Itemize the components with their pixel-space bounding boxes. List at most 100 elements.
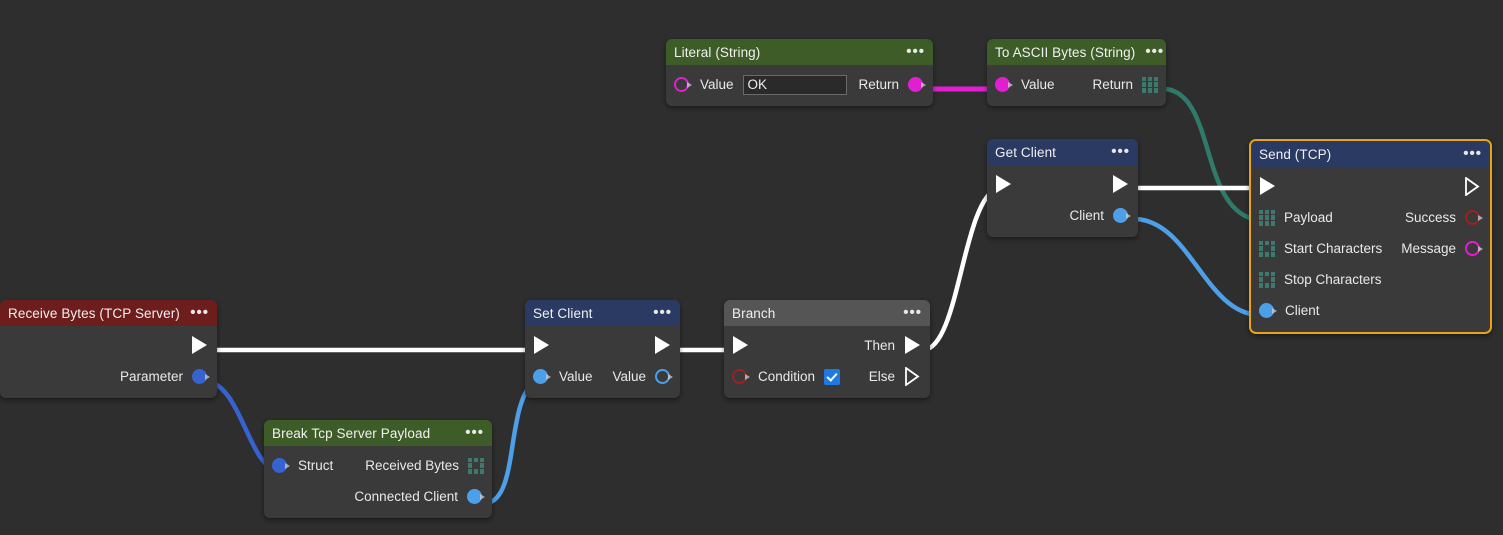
- port-value-input[interactable]: [674, 76, 692, 93]
- exec-output-pin[interactable]: [654, 336, 672, 355]
- port-stop-characters-input-array-icon[interactable]: [1259, 271, 1275, 288]
- port-label-value-out: Value: [612, 369, 646, 384]
- port-payload-input-array-icon[interactable]: [1259, 209, 1275, 226]
- node-menu-icon[interactable]: •••: [1463, 145, 1482, 162]
- port-row-payload: Payload Success: [1251, 202, 1490, 233]
- port-row-value: Value Return: [666, 69, 933, 100]
- literal-value-input[interactable]: [742, 74, 847, 95]
- exec-input-pin[interactable]: [732, 336, 750, 355]
- node-literal-string[interactable]: Literal (String) ••• Value Return: [666, 39, 933, 106]
- port-row-client: Client: [1251, 295, 1490, 326]
- node-body: Payload Success Start Characters Message: [1251, 167, 1490, 332]
- node-body: Value Return: [666, 65, 933, 106]
- port-label-value-in: Value: [559, 369, 593, 384]
- port-label-struct: Struct: [298, 458, 334, 473]
- node-menu-icon[interactable]: •••: [903, 304, 922, 321]
- port-label-return: Return: [858, 77, 899, 92]
- exec-row-then: Then: [724, 330, 930, 361]
- condition-checkbox[interactable]: [824, 368, 841, 385]
- exec-input-pin[interactable]: [533, 336, 551, 355]
- exec-output-pin[interactable]: [1112, 175, 1130, 194]
- port-value-input[interactable]: [533, 368, 551, 385]
- port-row-value: Value Value: [525, 361, 680, 392]
- port-label-value: Value: [700, 77, 734, 92]
- node-menu-icon[interactable]: •••: [1111, 143, 1130, 160]
- exec-output-pin[interactable]: [1464, 177, 1482, 196]
- port-row-condition: Condition Else: [724, 361, 930, 392]
- port-success-output[interactable]: [1465, 209, 1483, 226]
- node-header: Send (TCP) •••: [1251, 141, 1490, 167]
- node-to-ascii-bytes-string[interactable]: To ASCII Bytes (String) ••• Value Return: [987, 39, 1166, 106]
- port-client-output[interactable]: [1113, 207, 1131, 224]
- port-label-payload: Payload: [1284, 210, 1333, 225]
- port-row-start-characters: Start Characters Message: [1251, 233, 1490, 264]
- node-title: Get Client: [995, 144, 1057, 160]
- node-body: Value Return: [987, 65, 1166, 106]
- node-receive-bytes-tcp-server[interactable]: Receive Bytes (TCP Server) ••• Parameter: [0, 300, 217, 398]
- node-menu-icon[interactable]: •••: [906, 43, 925, 60]
- node-header: Receive Bytes (TCP Server) •••: [0, 300, 217, 326]
- port-label-then: Then: [864, 338, 895, 353]
- port-label-stop-characters: Stop Characters: [1284, 272, 1382, 287]
- port-label-condition: Condition: [758, 369, 816, 384]
- exec-output-else-pin[interactable]: [904, 367, 922, 386]
- port-label-received-bytes: Received Bytes: [365, 458, 459, 473]
- node-title: Receive Bytes (TCP Server): [8, 305, 180, 321]
- exec-row: [1251, 171, 1490, 202]
- port-value-input[interactable]: [995, 76, 1013, 93]
- node-header: To ASCII Bytes (String) •••: [987, 39, 1166, 65]
- node-branch[interactable]: Branch ••• Then Condition Else: [724, 300, 930, 398]
- node-title: To ASCII Bytes (String): [995, 44, 1136, 60]
- exec-output-pin[interactable]: [191, 336, 209, 355]
- node-get-client[interactable]: Get Client ••• Client: [987, 139, 1138, 237]
- node-title: Set Client: [533, 305, 593, 321]
- node-menu-icon[interactable]: •••: [190, 304, 209, 321]
- port-label-return: Return: [1092, 77, 1133, 92]
- exec-output-then-pin[interactable]: [904, 336, 922, 355]
- node-header: Break Tcp Server Payload •••: [264, 420, 492, 446]
- wire-ascii-to-payload: [1165, 86, 1254, 222]
- port-label-client: Client: [1069, 208, 1104, 223]
- port-label-parameter: Parameter: [119, 369, 183, 384]
- port-parameter-output[interactable]: [192, 368, 210, 385]
- port-row-client: Client: [987, 200, 1138, 231]
- node-menu-icon[interactable]: •••: [653, 304, 672, 321]
- port-return-output[interactable]: [908, 76, 926, 93]
- port-label-start-characters: Start Characters: [1284, 241, 1383, 256]
- port-row-struct: Struct Received Bytes: [264, 450, 492, 481]
- port-row-value: Value Return: [987, 69, 1166, 100]
- port-label-success: Success: [1404, 210, 1456, 225]
- node-set-client[interactable]: Set Client ••• Value Value: [525, 300, 680, 398]
- node-title: Branch: [732, 305, 776, 321]
- port-struct-input[interactable]: [272, 457, 290, 474]
- port-message-output[interactable]: [1465, 240, 1483, 257]
- exec-input-pin[interactable]: [995, 175, 1013, 194]
- port-label-client: Client: [1285, 303, 1320, 318]
- node-break-tcp-server-payload[interactable]: Break Tcp Server Payload ••• Struct Rece…: [264, 420, 492, 518]
- wire-connclient-to-value: [486, 379, 538, 506]
- exec-input-pin[interactable]: [1259, 177, 1277, 196]
- node-menu-icon[interactable]: •••: [1145, 43, 1165, 60]
- node-send-tcp[interactable]: Send (TCP) ••• Payload Success: [1249, 139, 1492, 334]
- port-label-message: Message: [1401, 241, 1456, 256]
- node-header: Literal (String) •••: [666, 39, 933, 65]
- node-body: Value Value: [525, 326, 680, 398]
- exec-row: [525, 330, 680, 361]
- port-return-output-array-icon[interactable]: [1142, 76, 1158, 93]
- exec-row: [0, 330, 217, 361]
- node-title: Send (TCP): [1259, 146, 1332, 162]
- port-client-input[interactable]: [1259, 302, 1277, 319]
- port-start-characters-input-array-icon[interactable]: [1259, 240, 1275, 257]
- wire-client-to-client: [1135, 216, 1259, 318]
- node-body: Client: [987, 165, 1138, 237]
- port-received-bytes-output-array-icon[interactable]: [468, 457, 484, 474]
- node-menu-icon[interactable]: •••: [465, 424, 484, 441]
- port-value-output[interactable]: [655, 368, 673, 385]
- port-connected-client-output[interactable]: [467, 488, 485, 505]
- port-label-connected-client: Connected Client: [354, 489, 458, 504]
- node-header: Branch •••: [724, 300, 930, 326]
- port-condition-input[interactable]: [732, 368, 750, 385]
- port-row-stop-characters: Stop Characters: [1251, 264, 1490, 295]
- port-label-value: Value: [1021, 77, 1055, 92]
